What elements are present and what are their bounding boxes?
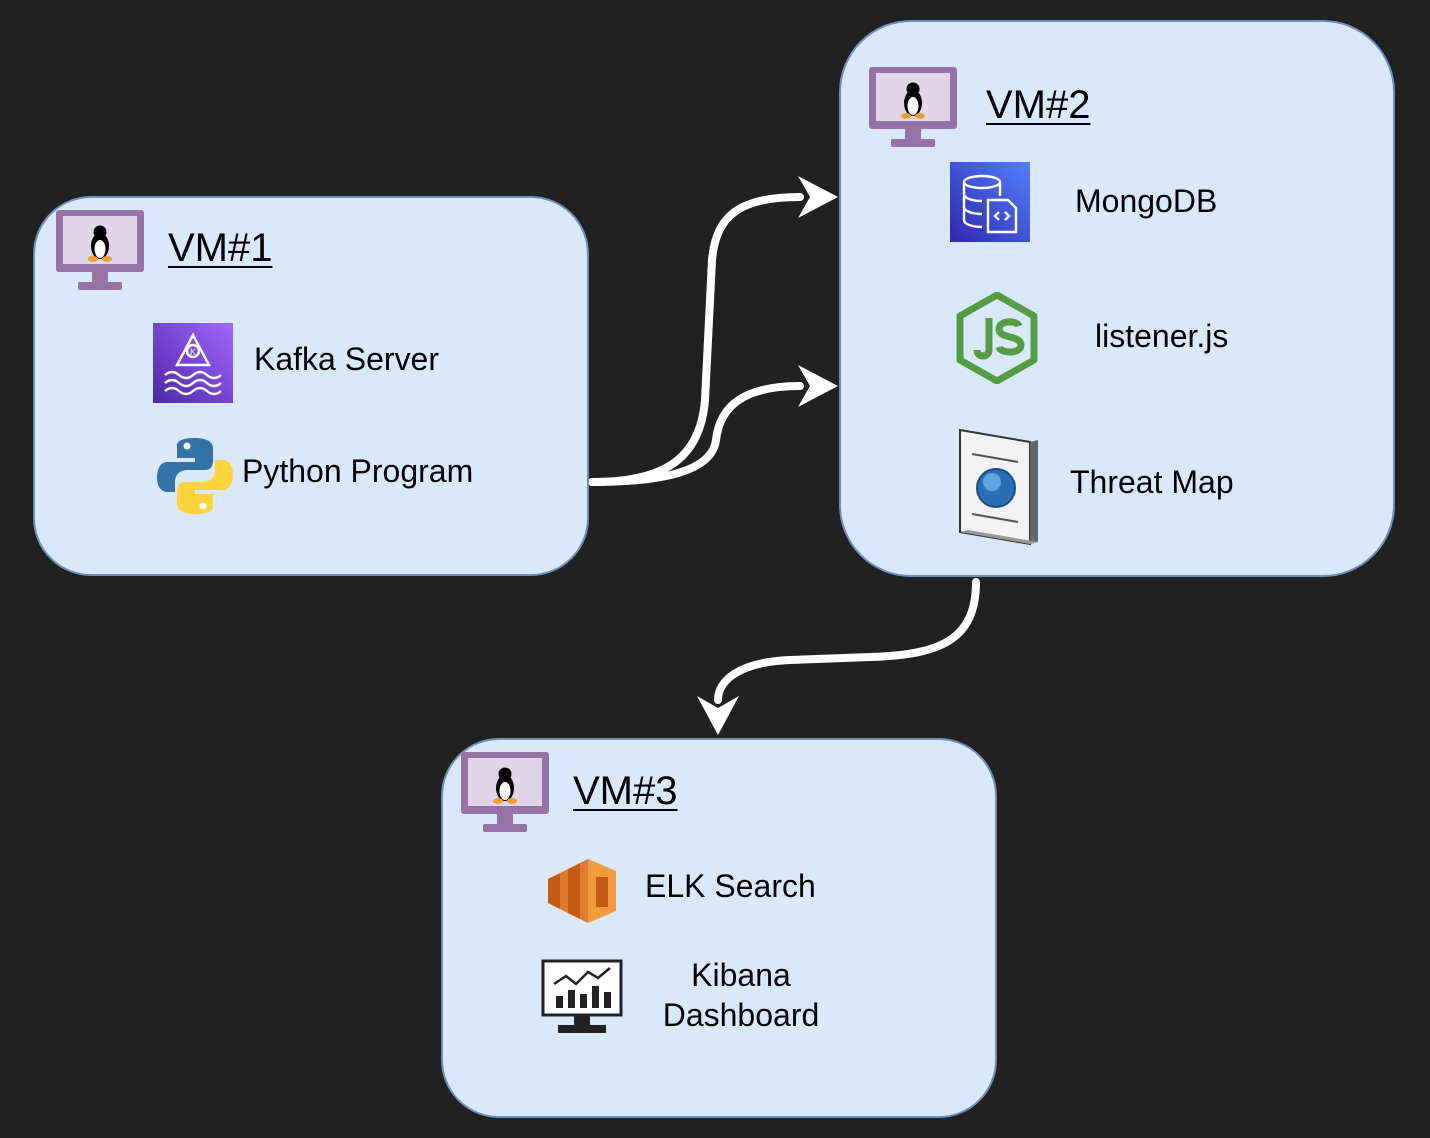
nodejs-icon [956,292,1038,384]
arrowhead-mongodb [798,176,838,218]
python-icon [157,438,233,514]
arrowhead-vm3 [697,696,739,735]
threat-map-icon [959,428,1038,546]
linux-vm-icon [869,67,957,147]
vm1-title: VM#1 [168,226,273,270]
kibana-label-line2: Dashboard [662,997,820,1033]
linux-vm-icon [461,752,549,832]
vm2-title: VM#2 [986,83,1091,127]
threat-map-label: Threat Map [1070,464,1234,500]
listener-label: listener.js [1095,318,1229,354]
python-label: Python Program [242,453,474,489]
arrow-vm2-to-vm3 [714,578,980,704]
linux-vm-icon [56,210,144,290]
arrow-vm1-to-listener [588,382,804,486]
kafka-label: Kafka Server [254,341,439,377]
kibana-label: Kibana Dashboard [650,955,832,1035]
mongodb-icon [950,162,1030,242]
kibana-dashboard-icon [541,959,623,1033]
kafka-icon: K [153,323,233,403]
arrow-vm1-to-mongodb [588,193,804,486]
vm2-container [839,20,1395,577]
elk-label: ELK Search [645,868,816,904]
kibana-label-line1: Kibana [691,957,791,993]
arrowhead-listener [798,365,838,407]
elk-icon [548,859,616,923]
svg-text:K: K [190,347,196,357]
vm3-title: VM#3 [573,769,678,813]
mongodb-label: MongoDB [1075,183,1218,219]
